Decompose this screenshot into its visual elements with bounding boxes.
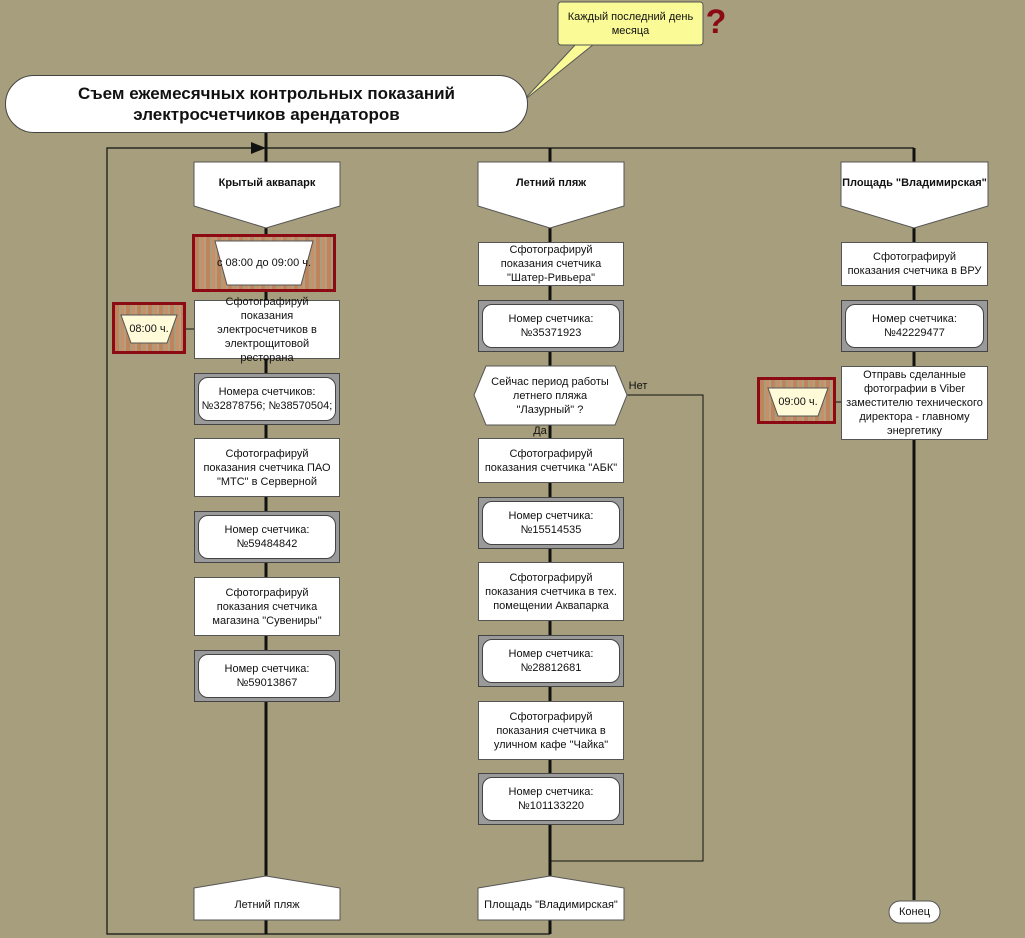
meter-number: Номер счетчика: №28812681: [478, 635, 624, 687]
task-step: Сфотографируй показания счетчика магазин…: [194, 577, 340, 636]
flow-arrow-icon: [251, 142, 266, 154]
task-step: Сфотографируй показания счетчика "АБК": [478, 438, 624, 483]
offpage-link-letniy-plyazh: Летний пляж: [234, 899, 300, 911]
branch-yes-label: Да: [533, 425, 547, 437]
task-step: Сфотографируй показания электросчетчиков…: [194, 296, 340, 364]
meter-number: Номер счетчика: №42229477: [841, 300, 988, 352]
header-letniy-plyazh: Летний пляж: [515, 177, 587, 189]
timer-label: 08:00 ч.: [129, 323, 169, 335]
end-terminator: Конец: [898, 906, 931, 918]
timer-label: с 08:00 до 09:00 ч.: [216, 257, 312, 269]
timer-side-event: 09:00 ч.: [757, 377, 836, 424]
diagram-title: Съем ежемесячных контрольных показаний э…: [5, 75, 528, 133]
timer-event: с 08:00 до 09:00 ч.: [192, 234, 336, 292]
meter-number: Номер счетчика: №101133220: [478, 773, 624, 825]
timer-side-event: 08:00 ч.: [112, 302, 186, 354]
branch-no-label: Нет: [628, 380, 648, 392]
header-ploshchad-vladimirskaya: Площадь "Владимирская": [842, 177, 987, 189]
meter-number: Номера счетчиков: №32878756; №38570504;: [194, 373, 340, 425]
header-krytyy-akvapark: Крытый аквапарк: [218, 177, 316, 189]
callout-note: Каждый последний день месяца: [567, 11, 694, 37]
meter-number: Номер счетчика: №59013867: [194, 650, 340, 702]
timer-label: 09:00 ч.: [778, 396, 818, 408]
meter-number: Номер счетчика: №35371923: [478, 300, 624, 352]
task-step: Сфотографируй показания счетчика в тех. …: [478, 562, 624, 621]
task-step: Сфотографируй показания счетчика ПАО "МТ…: [194, 438, 340, 497]
task-step: Сфотографируй показания счетчика в ВРУ: [841, 242, 988, 286]
callout-shape: [557, 1, 704, 46]
meter-number: Номер счетчика: №59484842: [194, 511, 340, 563]
task-step: Сфотографируй показания счетчика "Шатер-…: [478, 242, 624, 286]
offpage-link-ploshchad: Площадь "Владимирская": [484, 899, 618, 911]
meter-number: Номер счетчика: №15514535: [478, 497, 624, 549]
task-step: Сфотографируй показания счетчика в уличн…: [478, 701, 624, 760]
task-step-send-photos: Отправь сделанные фотографии в Viber зам…: [841, 366, 988, 440]
decision-summer-period: Сейчас период работы летнего пляжа "Лазу…: [491, 375, 609, 416]
question-mark-icon: ?: [705, 3, 727, 41]
